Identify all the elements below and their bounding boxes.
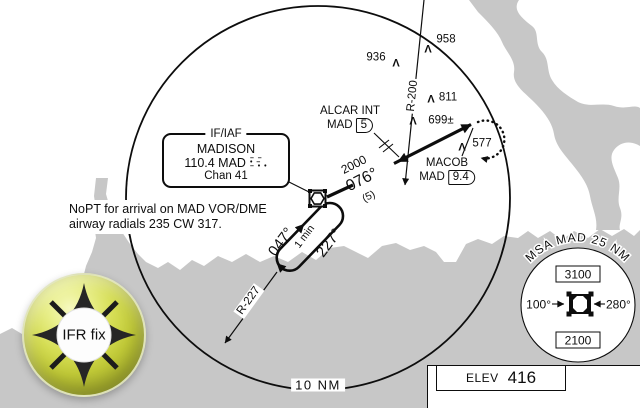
msa-upper-altitude: 3100 bbox=[565, 268, 592, 282]
logo-text: IFR fix bbox=[62, 326, 106, 344]
madison-leader bbox=[286, 180, 312, 194]
obstacle-icon: Λ bbox=[424, 43, 432, 56]
elev-value: 416 bbox=[507, 368, 537, 387]
holding-pattern bbox=[275, 201, 345, 273]
msa-lower-altitude: 2100 bbox=[565, 334, 592, 348]
vor-freq-ident: 110.4 MAD bbox=[184, 156, 246, 170]
alcar-fix-label: ALCAR INT MAD 5 bbox=[320, 105, 380, 133]
obstacle-699-elev: 699± bbox=[428, 114, 454, 127]
obstacle-936-elev: 936 bbox=[366, 51, 386, 64]
nopt-note-line2: airway radials 235 CW 317. bbox=[69, 217, 222, 231]
alcar-leader-tick bbox=[378, 139, 390, 149]
water-river bbox=[469, 0, 640, 230]
obstacle-958-elev: 958 bbox=[436, 33, 456, 46]
course-line-stub bbox=[326, 183, 354, 199]
vor-facility-box: IF/IAF MADISON 110.4 MAD – – • – – • • C… bbox=[162, 127, 290, 188]
vor-channel: Chan 41 bbox=[204, 170, 248, 182]
macob-fix-label: MACOB MAD 9.4 bbox=[419, 157, 475, 185]
morse-row: – – bbox=[249, 155, 263, 162]
vor-dme-symbol bbox=[308, 189, 327, 208]
macob-lead-arc bbox=[476, 119, 506, 163]
ifr-fix-logo: IFR fix bbox=[22, 273, 146, 397]
elevation-box: ELEV 416 bbox=[436, 365, 566, 391]
msa-diagram: MSA MAD 25 NM 3100 2100 100° 280° bbox=[520, 229, 636, 363]
morse-row: – • • bbox=[249, 163, 268, 170]
macob-dme-box: 9.4 bbox=[447, 170, 475, 185]
water-sound bbox=[0, 178, 640, 408]
alcar-name: ALCAR INT bbox=[319, 105, 381, 117]
macob-name: MACOB bbox=[425, 157, 469, 169]
msa-bearing-right: 280° bbox=[606, 298, 631, 312]
obstacle-icon: Λ bbox=[392, 57, 400, 70]
vor-name: MADISON bbox=[196, 142, 256, 156]
alcar-leader bbox=[373, 132, 400, 158]
nopt-note-line1: NoPT for arrival on MAD VOR/DME bbox=[69, 202, 267, 216]
course-inbound-arrow bbox=[397, 152, 413, 163]
obstacle-577-elev: 577 bbox=[472, 137, 492, 150]
msa-vor-symbol bbox=[566, 291, 594, 317]
alcar-dme-box: 5 bbox=[355, 118, 373, 133]
obstacle-icon: Λ bbox=[409, 115, 417, 128]
alcar-leader-tick2 bbox=[382, 143, 394, 153]
range-ring-label: 10 NM bbox=[291, 378, 345, 392]
obstacle-icon: Λ bbox=[458, 141, 466, 154]
msa-bearing-left: 100° bbox=[526, 298, 551, 312]
morse-code: – – • – – • • bbox=[249, 155, 268, 170]
elev-label: ELEV bbox=[465, 371, 499, 385]
morse-row: • – bbox=[249, 159, 262, 166]
obstacle-icon: Λ bbox=[427, 93, 435, 106]
obstacle-811-elev: 811 bbox=[438, 91, 458, 104]
macob-leader bbox=[461, 127, 474, 157]
alcar-facility: MAD bbox=[327, 119, 353, 131]
nopt-note: NoPT for arrival on MAD VOR/DME airway r… bbox=[66, 200, 270, 234]
macob-facility: MAD bbox=[419, 171, 445, 183]
compass-star-icon bbox=[32, 283, 136, 387]
if-iaf-label: IF/IAF bbox=[205, 127, 247, 141]
